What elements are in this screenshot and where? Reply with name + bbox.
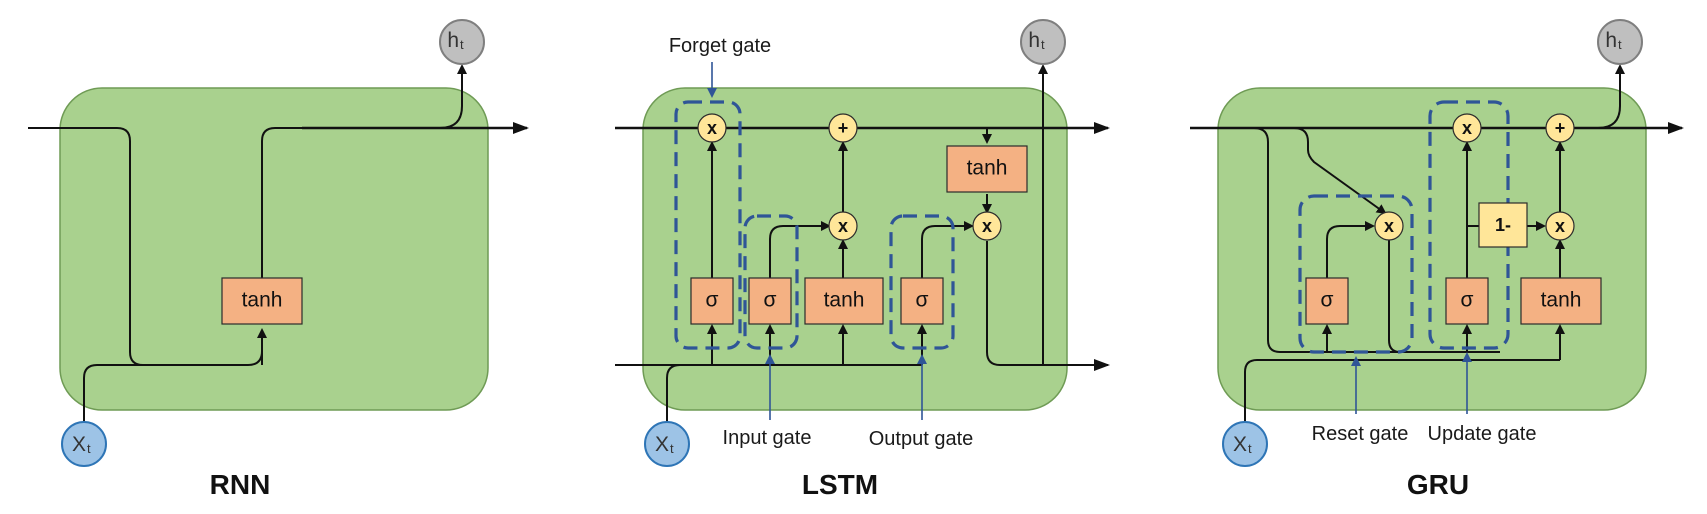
rnn-ht-node: h t xyxy=(439,19,485,65)
gru-update-sigma-label: σ xyxy=(1461,289,1474,312)
lstm-output-mult-label: x xyxy=(982,216,992,236)
lstm-output-to-mult xyxy=(921,221,974,278)
gru-xt-node: X t xyxy=(1222,421,1268,467)
gru-hidden-to-reset-mult xyxy=(1293,127,1387,215)
lstm-candidate-tanh-box xyxy=(804,277,884,325)
gru-reset-mult-op xyxy=(1374,211,1404,241)
lstm-ht-node: h t xyxy=(1020,19,1066,65)
lstm-title: LSTM xyxy=(802,469,878,500)
gru-reset-sigma-label: σ xyxy=(1321,289,1334,312)
lstm-output-mult-op xyxy=(972,211,1002,241)
lstm-xt-line xyxy=(666,364,681,428)
gru-update-mult-op xyxy=(1452,113,1482,143)
gru-one-minus-label: 1- xyxy=(1495,215,1511,235)
lstm-input-mult-label: x xyxy=(838,216,848,236)
lstm-add-label: + xyxy=(838,118,849,138)
lstm-candidate-tanh-label: tanh xyxy=(824,289,865,312)
svg-text:t: t xyxy=(1618,37,1622,52)
lstm-input-gate-outline xyxy=(743,214,799,350)
lstm-forget-mult-label: x xyxy=(707,118,717,138)
gru-reset-sigma-box xyxy=(1305,277,1349,325)
gru-candidate-tanh-label: tanh xyxy=(1541,289,1582,312)
lstm-input-to-mult xyxy=(769,221,831,278)
gru-add-label: + xyxy=(1555,118,1566,138)
lstm-add-op xyxy=(828,113,858,143)
lstm-xt-node: X t xyxy=(644,421,690,467)
gru-reset-to-mult xyxy=(1326,221,1375,278)
gru-update-gate-label: Update gate xyxy=(1428,423,1537,445)
gru-xt-line xyxy=(1244,359,1560,440)
gru-reset-mult-label: x xyxy=(1384,216,1394,236)
gru-update-sigma-box xyxy=(1445,277,1489,325)
lstm-output-gate-outline xyxy=(889,214,955,350)
rnn-panel: tanh h t X t RNN xyxy=(28,19,529,500)
lstm-input-sigma-box xyxy=(748,277,792,325)
gru-title: GRU xyxy=(1407,469,1469,500)
lstm-input-gate-label: Input gate xyxy=(723,427,812,449)
gru-panel: σ σ tanh 1- x x + x Reset gate Update ga… xyxy=(1190,19,1684,500)
rnn-cell xyxy=(59,87,489,411)
rnn-tanh-box xyxy=(221,277,303,325)
rnn-input-line xyxy=(83,364,248,428)
rnn-xt-node: X t xyxy=(61,421,107,467)
rnn-title: RNN xyxy=(210,469,271,500)
rnn-ht-arrow xyxy=(439,64,467,129)
lstm-forget-gate-outline xyxy=(674,100,742,350)
gru-ht-arrow xyxy=(1597,64,1625,129)
svg-text:h: h xyxy=(1605,29,1617,52)
gru-candidate-mult-op xyxy=(1545,211,1575,241)
lstm-cell-tanh-label: tanh xyxy=(967,157,1008,180)
lstm-output-sigma-box xyxy=(900,277,944,325)
svg-text:t: t xyxy=(1248,441,1252,456)
rnn-tanh-label: tanh xyxy=(242,289,283,312)
svg-text:t: t xyxy=(460,37,464,52)
lstm-output-sigma-label: σ xyxy=(916,289,929,312)
lstm-hidden-output-arrow xyxy=(986,241,1110,371)
svg-text:t: t xyxy=(1041,37,1045,52)
svg-text:X: X xyxy=(655,433,669,456)
svg-text:t: t xyxy=(670,441,674,456)
gru-cell xyxy=(1217,87,1647,411)
gru-ht-node: h t xyxy=(1597,19,1643,65)
lstm-input-sigma-label: σ xyxy=(764,289,777,312)
lstm-forget-sigma-box xyxy=(690,277,734,325)
lstm-forget-gate-label: Forget gate xyxy=(669,35,771,57)
gru-reset-gate-label: Reset gate xyxy=(1312,423,1409,445)
rnn-tanh-out-line xyxy=(261,127,302,278)
gru-candidate-mult-label: x xyxy=(1555,216,1565,236)
lstm-cell-tanh-box xyxy=(946,145,1028,193)
svg-text:h: h xyxy=(447,29,459,52)
gru-one-minus-box xyxy=(1478,202,1528,248)
lstm-forget-sigma-label: σ xyxy=(706,289,719,312)
gru-candidate-tanh-box xyxy=(1520,277,1602,325)
svg-text:h: h xyxy=(1028,29,1040,52)
lstm-output-gate-label: Output gate xyxy=(869,428,974,450)
svg-text:X: X xyxy=(1233,433,1247,456)
rnn-junction xyxy=(247,350,263,366)
svg-text:t: t xyxy=(87,441,91,456)
gru-reset-gate-outline xyxy=(1298,194,1414,354)
lstm-forget-mult-op xyxy=(697,113,727,143)
lstm-panel: σ σ tanh σ tanh x + x x Forget gate Inpu… xyxy=(615,19,1110,500)
svg-text:X: X xyxy=(72,433,86,456)
gru-hidden-to-gates-line xyxy=(1253,127,1500,353)
gru-update-mult-label: x xyxy=(1462,118,1472,138)
gru-add-op xyxy=(1545,113,1575,143)
lstm-input-mult-op xyxy=(828,211,858,241)
